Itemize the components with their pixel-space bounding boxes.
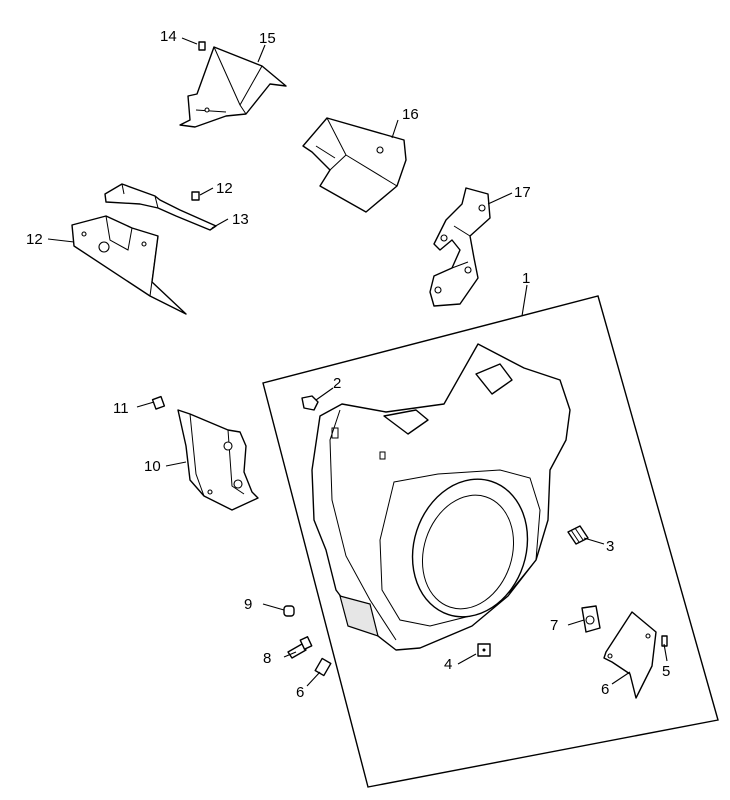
callout-11: 10	[144, 458, 161, 475]
callout-6: 6	[601, 681, 609, 698]
callout-2: 2	[333, 375, 341, 392]
callout-7: 7	[550, 617, 558, 634]
part-2-clip	[301, 395, 319, 411]
part-15-screw	[198, 41, 206, 51]
callout-10: 9	[244, 596, 252, 613]
assembly-frame	[262, 295, 719, 788]
part-11-side-shield	[177, 409, 259, 511]
part-7-clip-nut	[581, 605, 601, 633]
callout-8: 6	[296, 684, 304, 701]
callout-1: 1	[522, 270, 530, 287]
part-16-shield	[179, 46, 287, 128]
part-8-fitting	[314, 657, 332, 677]
callout-5: 5	[662, 663, 670, 680]
part-10-plug	[283, 605, 295, 617]
part-12-screw-upper	[191, 191, 200, 201]
callout-15: 14	[160, 28, 177, 45]
part-3-spring	[567, 525, 589, 545]
part-6-cover-plate	[603, 611, 657, 699]
part-17-shroud	[302, 117, 407, 213]
callout-16: 15	[259, 30, 276, 47]
callout-3: 3	[606, 538, 614, 555]
callout-4: 4	[444, 656, 452, 673]
callout-12-upper: 12	[216, 180, 233, 197]
callout-18: 17	[514, 184, 531, 201]
callout-9: 8	[263, 650, 271, 667]
callout-14: 13	[232, 211, 249, 228]
part-18-bracket	[429, 187, 491, 307]
part-12-screw-lower	[151, 395, 166, 410]
part-13-baffle	[71, 215, 187, 315]
part-4-nut	[477, 643, 491, 657]
part-1-blower-housing	[311, 343, 571, 651]
leader-lines	[47, 37, 668, 687]
callout-17: 16	[402, 106, 419, 123]
part-9-bolt	[287, 636, 313, 659]
callout-12-lower: 11	[113, 400, 129, 417]
callout-13: 12	[26, 231, 43, 248]
